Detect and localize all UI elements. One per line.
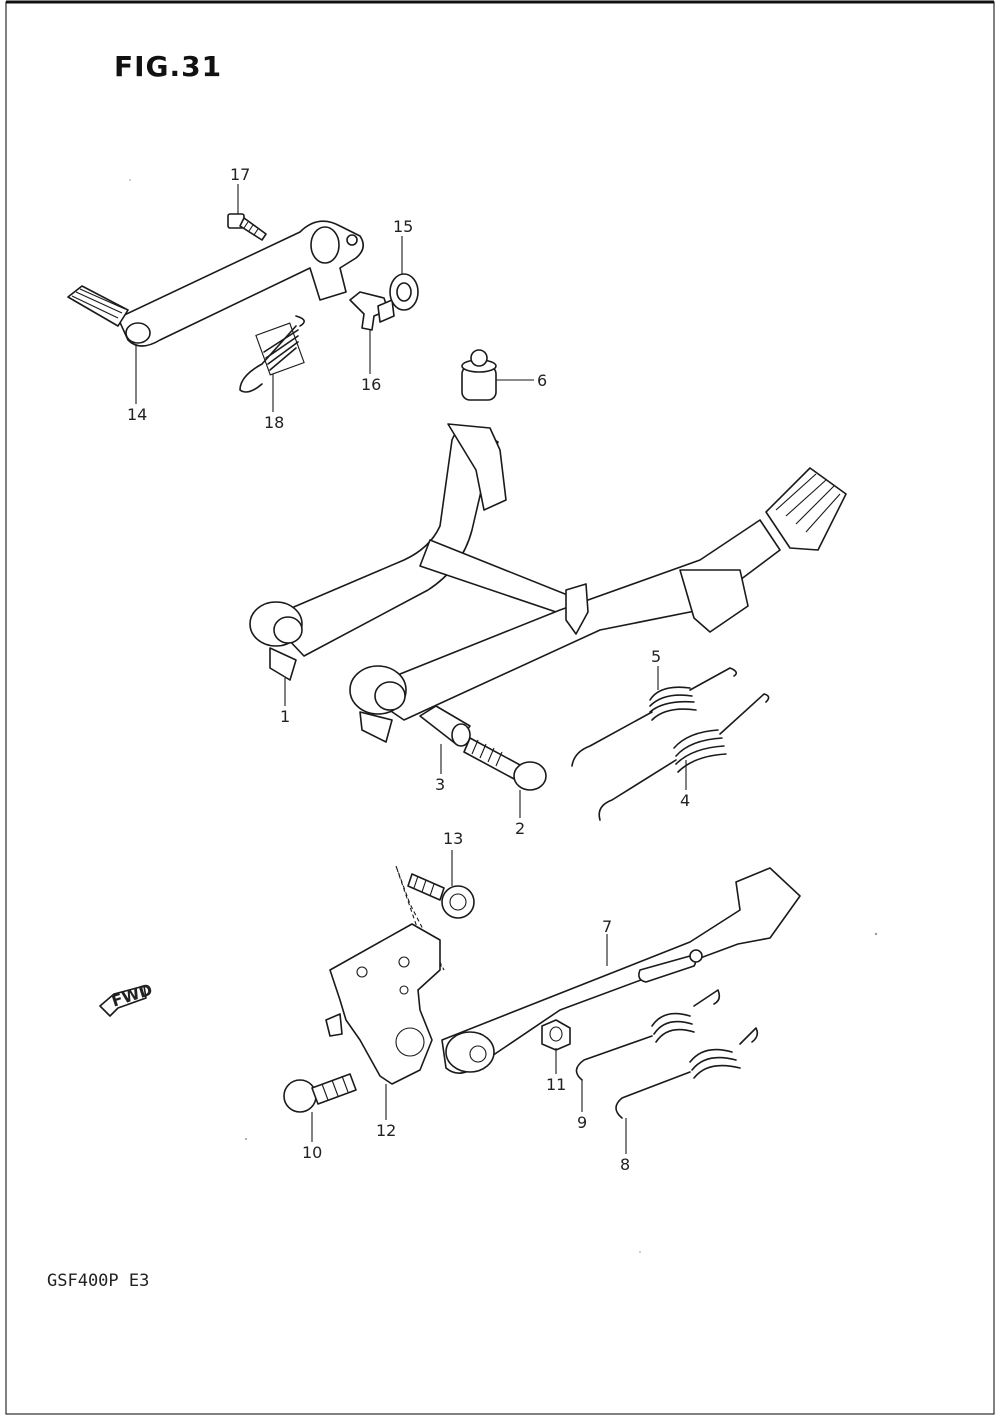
- spring-9: [575, 989, 721, 1081]
- bolt-17: [227, 213, 267, 241]
- stopper-6: [461, 349, 497, 401]
- nut-11: [541, 1019, 571, 1051]
- callout-10: 10: [302, 1143, 322, 1162]
- callout-15: 15: [393, 217, 413, 236]
- callout-11: 11: [546, 1075, 566, 1094]
- bolt-10: [283, 1073, 357, 1113]
- spring-5: [571, 667, 738, 767]
- callout-12: 12: [376, 1121, 396, 1140]
- callout-8: 8: [620, 1155, 630, 1174]
- callout-4: 4: [680, 791, 690, 810]
- callout-14: 14: [127, 405, 147, 424]
- clip-16: [349, 291, 395, 331]
- callout-18: 18: [264, 413, 284, 432]
- callout-2: 2: [515, 819, 525, 838]
- side-stand-7: [441, 867, 801, 1074]
- spring-4: [598, 693, 770, 821]
- pivot-bolt-2: [463, 737, 547, 791]
- callout-5: 5: [651, 647, 661, 666]
- callout-1: 1: [280, 707, 290, 726]
- callout-6: 6: [537, 371, 547, 390]
- callout-3: 3: [435, 775, 445, 794]
- collar-3: [419, 705, 471, 747]
- callout-9: 9: [577, 1113, 587, 1132]
- callout-7: 7: [602, 917, 612, 936]
- scan-specks: [129, 179, 878, 1253]
- page-border: [5, 1, 995, 1415]
- leader-lines: [135, 184, 687, 1154]
- forward-arrow-icon: FWD: [99, 980, 155, 1017]
- bracket-12: [325, 923, 441, 1085]
- model-code: GSF400P E3: [47, 1271, 150, 1291]
- center-stand-1: [249, 423, 847, 743]
- bolt-13: [395, 865, 475, 971]
- spring-18: [239, 315, 305, 393]
- spring-8: [615, 1027, 759, 1119]
- fwd-label: FWD: [109, 980, 155, 1011]
- washer-15: [389, 273, 419, 311]
- callout-17: 17: [230, 165, 250, 184]
- figure-title: FIG.31: [114, 50, 223, 83]
- brake-pedal-lever-14: [67, 220, 364, 347]
- callout-16: 16: [361, 375, 381, 394]
- callout-13: 13: [443, 829, 463, 848]
- callout-numbers: 17 15 16 6 14 18 5 1 3 4 2 13 7 11 9 12 …: [127, 165, 690, 1174]
